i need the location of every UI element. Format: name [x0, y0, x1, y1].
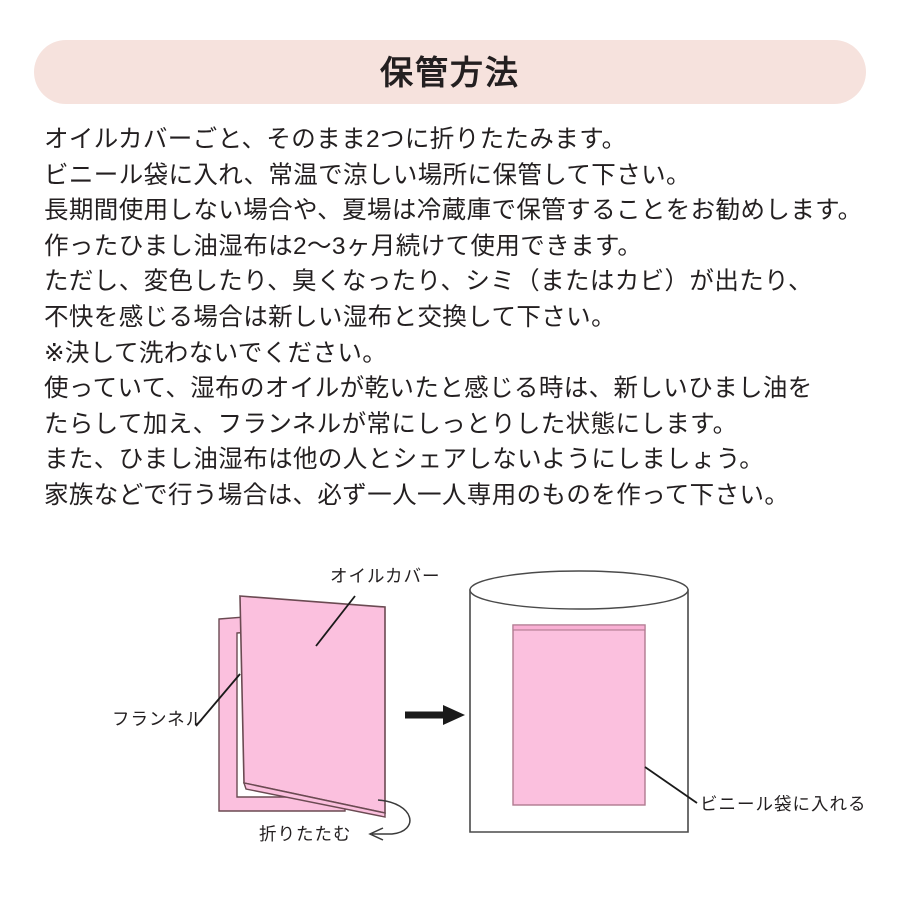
folded-compress-top-edge	[512, 624, 646, 631]
label-fold: 折りたたむ	[259, 824, 352, 844]
text-line: たらして加え、フランネルが常にしっとりした状態にします。	[44, 410, 738, 438]
oil-cover-flap	[242, 782, 386, 818]
label-oil-cover: オイルカバー	[330, 566, 440, 586]
text-line: ただし、変色したり、臭くなったり、シミ（またはカビ）が出たり、	[44, 268, 813, 296]
diagram-svg: オイルカバー フランネル 折りたたむ ビニール袋に入れる	[112, 566, 867, 844]
label-put-in-plastic-bag: ビニール袋に入れる	[700, 794, 867, 814]
instructions-text-block: オイルカバーごと、そのまま2つに折りたたみます。 ビニール袋に入れ、常温で涼しい…	[44, 122, 864, 514]
folded-compress-in-bag	[512, 624, 646, 806]
oil-cover-leader-line	[315, 595, 356, 647]
text-line: 不快を感じる場合は新しい湿布と交換して下さい。	[44, 303, 616, 331]
text-line: 長期間使用しない場合や、夏場は冷蔵庫で保管することをお勧めします。	[44, 197, 863, 225]
page-header-banner: 保管方法	[34, 40, 866, 104]
storage-illustration: オイルカバー フランネル 折りたたむ ビニール袋に入れる	[0, 545, 900, 875]
text-line: また、ひまし油湿布は他の人とシェアしないようにしましょう。	[44, 446, 765, 474]
process-arrow-icon	[405, 705, 465, 725]
text-line: 作ったひまし油湿布は2〜3ヶ月続けて使用できます。	[44, 232, 643, 260]
fold-curved-arrow	[372, 799, 411, 835]
flannel-leader-line	[195, 673, 241, 727]
text-line: 使っていて、湿布のオイルが乾いたと感じる時は、新しいひまし油を	[44, 375, 813, 403]
text-line: ※決して洗わないでください。	[44, 339, 388, 367]
plastic-bag-leader-line	[644, 766, 698, 804]
label-flannel: フランネル	[112, 709, 204, 729]
text-line: 家族などで行う場合は、必ず一人一人専用のものを作って下さい。	[44, 481, 790, 509]
page-title: 保管方法	[380, 53, 520, 91]
text-line: ビニール袋に入れ、常温で涼しい場所に保管して下さい。	[44, 161, 691, 189]
oil-cover-sheet	[239, 595, 386, 814]
text-line: オイルカバーごと、そのまま2つに折りたたみます。	[44, 126, 627, 153]
plastic-bag-opening	[469, 570, 689, 610]
fold-arrowhead-icon	[368, 827, 384, 841]
